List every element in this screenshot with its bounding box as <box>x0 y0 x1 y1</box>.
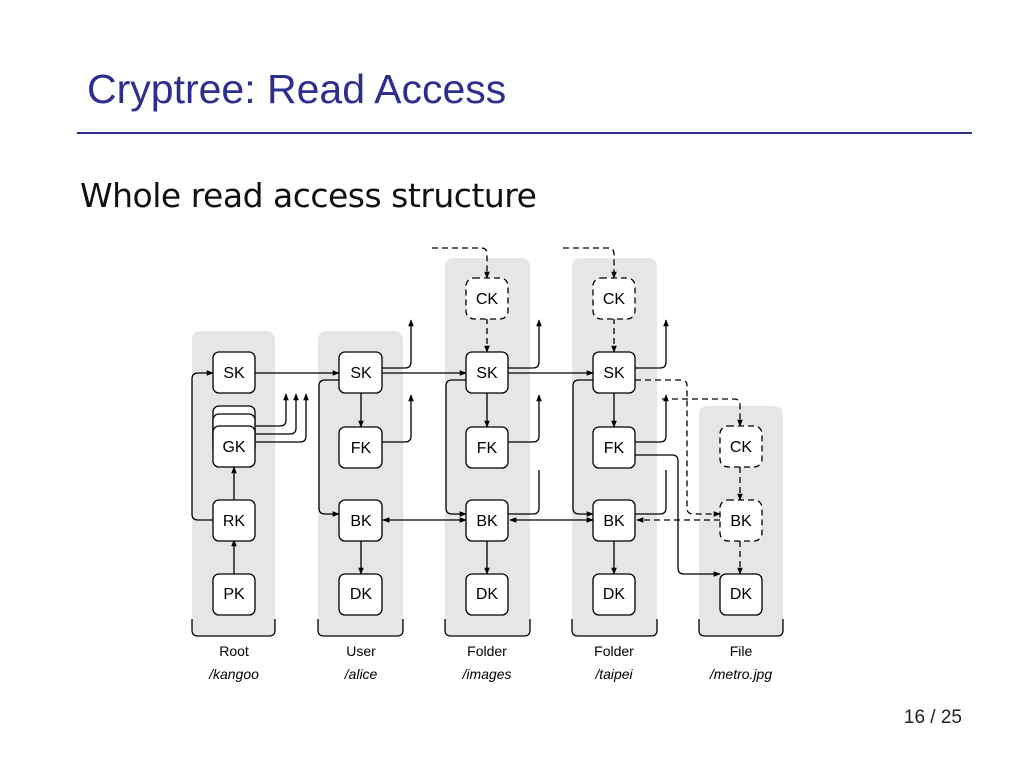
node-label-metro-ck: CK <box>730 439 753 456</box>
node-box-images-sk <box>465 351 509 394</box>
brace-images <box>444 619 531 637</box>
node-label-metro-dk: DK <box>730 586 753 603</box>
column-type-images: Folder <box>467 643 507 659</box>
edge-user-fk-up <box>382 394 414 443</box>
node-box-metro-dk <box>719 573 763 616</box>
node-box-root-gk <box>212 425 256 468</box>
node-box-taipei-sk <box>592 351 636 394</box>
node-label-taipei-fk: FK <box>604 440 625 457</box>
edge-root-gk-out-2 <box>256 393 299 435</box>
brace-taipei <box>571 619 658 637</box>
edge-taipei-ck-in <box>563 247 617 279</box>
page-number: 16 / 25 <box>903 707 962 728</box>
node-box-root-sk <box>212 351 256 394</box>
edge-taipei-sk-up <box>635 319 669 369</box>
slide-title: Cryptree: Read Access <box>87 66 507 112</box>
edge-images-fk-up <box>508 394 542 443</box>
brace-metro <box>698 619 784 637</box>
node-label-taipei-bk: BK <box>603 513 625 530</box>
node-label-root-rk: RK <box>223 513 246 530</box>
node-label-taipei-sk: SK <box>603 365 625 382</box>
edge-metro-ck-in <box>662 398 743 427</box>
title-underline <box>77 132 972 134</box>
column-path-metro: /metro.jpg <box>709 666 772 682</box>
edge-images-ck-in <box>432 247 490 279</box>
node-box-images-dk <box>465 573 509 616</box>
node-box-taipei-dk <box>592 573 636 616</box>
edge-root-gk-out-3 <box>256 393 309 443</box>
brace-user <box>317 619 404 637</box>
edge-user-sk-bk <box>318 379 340 517</box>
node-box-user-bk <box>338 499 383 542</box>
node-box-user-dk <box>338 573 383 616</box>
column-type-root: Root <box>219 643 249 659</box>
edge-taipei-to-bk <box>635 470 667 515</box>
node-label-images-bk: BK <box>476 513 498 530</box>
column-path-root: /kangoo <box>208 666 259 682</box>
column-bg-user <box>318 331 403 636</box>
node-box-metro-ck <box>719 425 763 468</box>
column-path-user: /alice <box>344 666 378 682</box>
edge-root-gk-out-1 <box>256 393 289 427</box>
node-label-user-fk: FK <box>351 440 372 457</box>
edge-images-to-user-bk <box>508 470 540 515</box>
edge-taipei-sk-metro-ck <box>635 379 721 517</box>
edge-taipei-fk-up <box>635 394 669 443</box>
node-label-taipei-dk: DK <box>603 586 626 603</box>
column-path-images: /images <box>461 666 511 682</box>
node-label-images-fk: FK <box>477 440 498 457</box>
node-box-user-fk <box>338 426 383 469</box>
node-box-metro-bk <box>719 499 763 542</box>
node-label-root-pk: PK <box>223 586 245 603</box>
node-box-images-fk <box>465 426 509 469</box>
column-type-metro: File <box>730 643 753 659</box>
node-box-root-rk <box>212 499 256 542</box>
edge-taipei-fk-metro-dk <box>635 454 721 577</box>
node-box-taipei-bk <box>592 499 636 542</box>
node-box-user-sk <box>338 351 383 394</box>
node-label-taipei-ck: CK <box>603 291 626 308</box>
node-box-root-pk <box>212 573 256 616</box>
brace-root <box>191 619 276 637</box>
edge-images-sk-bk <box>445 379 467 517</box>
node-label-user-dk: DK <box>350 586 373 603</box>
node-label-images-dk: DK <box>476 586 499 603</box>
node-box-taipei-ck <box>592 277 636 320</box>
node-box-taipei-fk <box>592 426 636 469</box>
slide-subtitle: Whole read access structure <box>80 176 537 215</box>
node-label-metro-bk: BK <box>730 513 752 530</box>
column-type-user: User <box>346 643 376 659</box>
edge-root-rk-sk <box>191 370 214 521</box>
edge-taipei-sk-bk <box>572 379 594 517</box>
node-label-images-sk: SK <box>476 365 498 382</box>
node-label-user-bk: BK <box>350 513 372 530</box>
node-box-images-ck <box>465 277 509 320</box>
node-label-root-sk: SK <box>223 365 245 382</box>
column-type-taipei: Folder <box>594 643 634 659</box>
node-label-images-ck: CK <box>476 291 499 308</box>
node-box-images-bk <box>465 499 509 542</box>
column-path-taipei: /taipei <box>594 666 633 682</box>
edge-images-sk-up <box>508 319 542 369</box>
edge-user-sk-up <box>382 319 414 369</box>
node-label-user-sk: SK <box>350 365 372 382</box>
node-label-root-gk: GK <box>222 439 245 456</box>
